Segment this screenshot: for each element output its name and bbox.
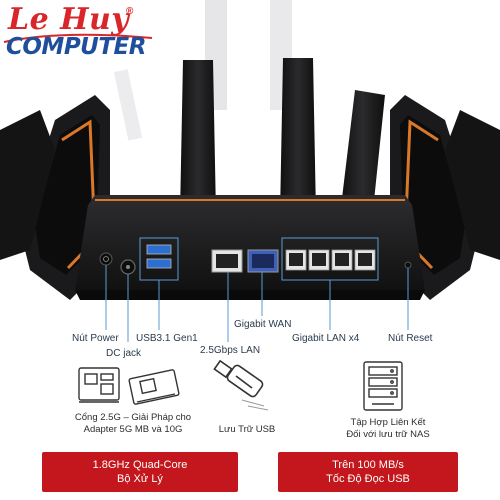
callout-usb: USB3.1 Gen1 [136,333,198,344]
antenna [280,58,316,215]
logo-swoosh-icon [3,33,153,43]
feature-adapter-line-2: Adapter 5G MB và 10G [83,424,183,435]
feature-caption-nas: Tập Hợp Liên Kết Đối với lưu trữ NAS [336,417,440,441]
dc-jack-port [120,259,136,275]
callout-wan: Gigabit WAN [234,319,292,330]
banner-usb-speed-line-2: Tốc Độ Đọc USB [326,473,410,485]
reset-button [404,261,412,269]
callout-power: Nút Power [72,333,119,344]
logo-line-2: COMPUTER [6,34,146,60]
banner-processor-line-1: 1.8GHz Quad-Core [92,459,188,471]
callout-reset: Nút Reset [388,333,433,344]
lan-2-5g-port [211,249,243,273]
wan-port [247,249,279,273]
brand-logo: Le Huy ® COMPUTER [2,2,162,72]
usb-drive-icon [213,360,269,411]
antenna [340,90,385,220]
callout-lan-x4: Gigabit LAN x4 [292,333,360,344]
lan-ports-x4 [281,237,379,281]
callout-lan-2-5g: 2.5Gbps LAN [200,345,261,356]
feature-adapter-line-1: Cổng 2.5G – Giải Pháp cho [74,412,192,423]
feature-nas-line-1: Tập Hợp Liên Kết [350,417,426,428]
callout-dc-jack: DC jack [106,348,142,359]
router-illustration [0,0,500,342]
banner-usb-speed: Trên 100 MB/s Tốc Độ Đọc USB [278,452,458,492]
logo-line-1: Le Huy [8,2,130,37]
power-button [99,252,113,266]
banner-usb-speed-line-1: Trên 100 MB/s [332,459,404,471]
banner-processor: 1.8GHz Quad-Core Bộ Xử Lý [42,452,238,492]
logo-registered-mark: ® [126,6,134,17]
antenna [180,60,216,215]
nas-server-icon [363,361,403,411]
callout-lines [105,265,409,342]
banner-processor-line-2: Bộ Xử Lý [117,473,163,485]
feature-caption-usb: Lưu Trữ USB [218,424,276,435]
adapter-card-icon [78,367,180,405]
feature-caption-adapter: Cổng 2.5G – Giải Pháp cho Adapter 5G MB … [72,412,194,436]
feature-nas-line-2: Đối với lưu trữ NAS [346,429,430,440]
